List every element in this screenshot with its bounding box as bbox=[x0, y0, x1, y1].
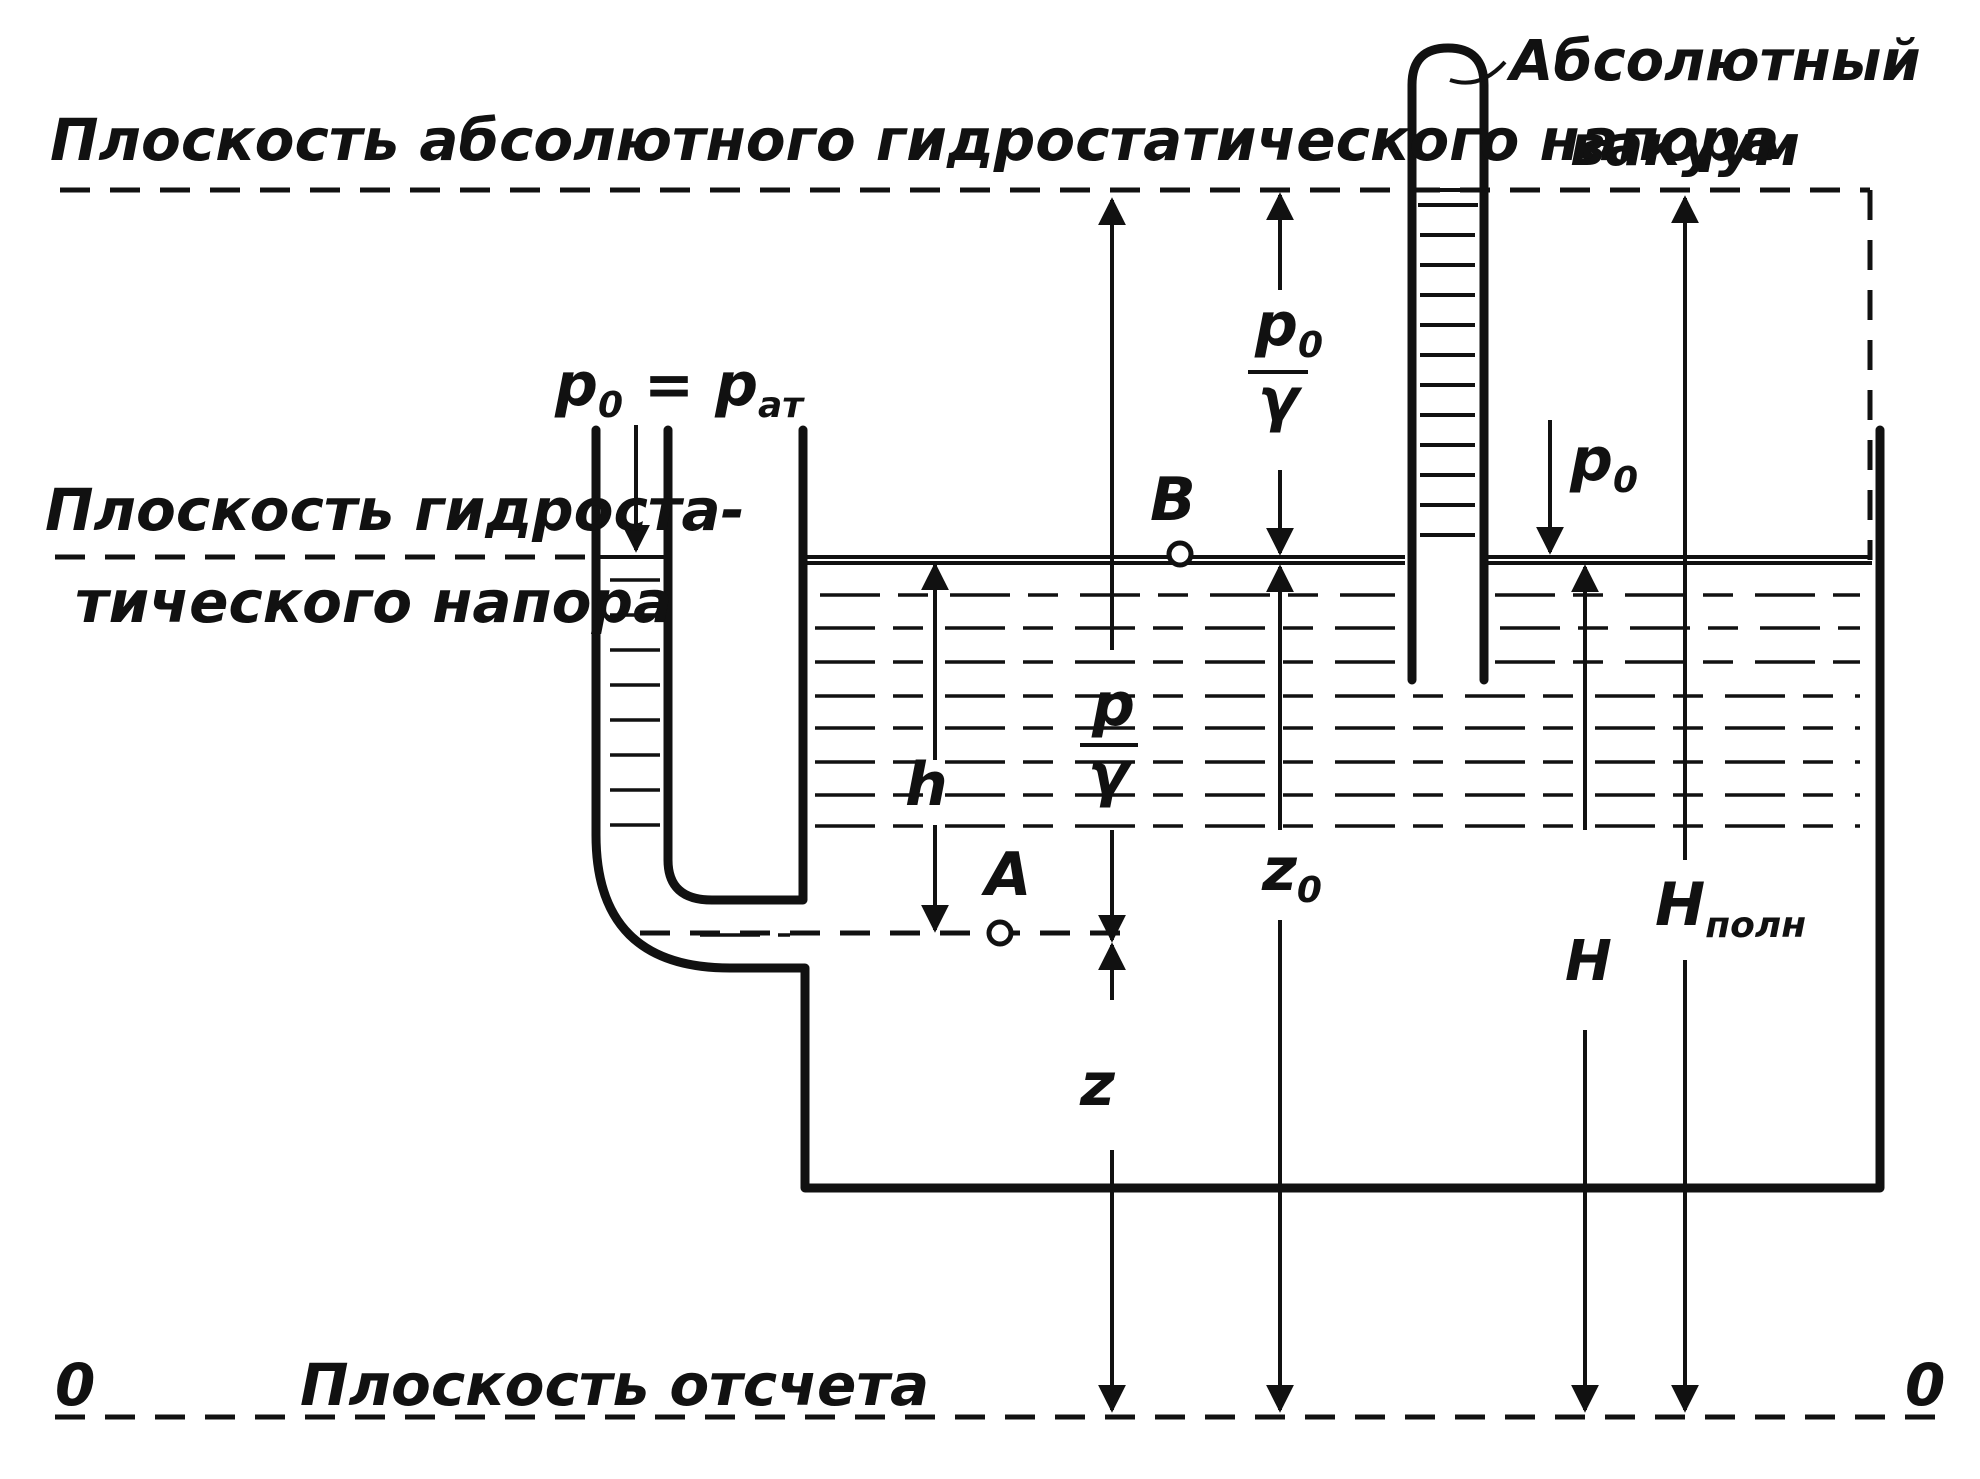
hydrostatic-plane-label-line2: тического напора bbox=[75, 568, 672, 636]
liquid-hatching bbox=[610, 188, 1860, 937]
z-label: z bbox=[1079, 1050, 1116, 1120]
absolute-vacuum-label-1: Абсолютный bbox=[1506, 29, 1921, 94]
z0-label: z0 bbox=[1261, 835, 1322, 911]
closed-tube bbox=[1407, 43, 1489, 685]
point-a bbox=[986, 919, 1014, 947]
zero-right-label: 0 bbox=[1905, 1351, 1945, 1419]
p0-right-label: p0 bbox=[1569, 425, 1638, 501]
zero-left-label: 0 bbox=[55, 1351, 95, 1419]
vacuum-leader bbox=[1449, 60, 1507, 85]
H-label: H bbox=[1565, 929, 1612, 994]
p0-over-gamma-numerator: p0 bbox=[1254, 290, 1323, 366]
p0-over-gamma-denominator: γ bbox=[1258, 365, 1303, 435]
point-a-label: A bbox=[981, 840, 1031, 910]
open-tube-outer-wall bbox=[591, 425, 1885, 1193]
hydrostatic-plane-label-line1: Плоскость гидроста- bbox=[45, 476, 745, 544]
point-b-label: B bbox=[1150, 465, 1196, 535]
absolute-vacuum-label-2: вакуум bbox=[1570, 114, 1800, 179]
absolute-head-plane-label: Плоскость абсолютного гидростатического … bbox=[50, 106, 1779, 174]
H-full-label: Hполн bbox=[1655, 870, 1806, 946]
open-tube-inner-wall bbox=[663, 425, 808, 905]
p0-eq-pat-label: p0 = pат bbox=[554, 350, 805, 426]
reference-plane-label: Плоскость отсчета bbox=[300, 1351, 929, 1419]
h-label: h bbox=[905, 750, 948, 820]
p-over-gamma-denominator: γ bbox=[1088, 740, 1133, 810]
point-b bbox=[1166, 540, 1194, 568]
p-over-gamma-numerator: p bbox=[1091, 670, 1135, 740]
